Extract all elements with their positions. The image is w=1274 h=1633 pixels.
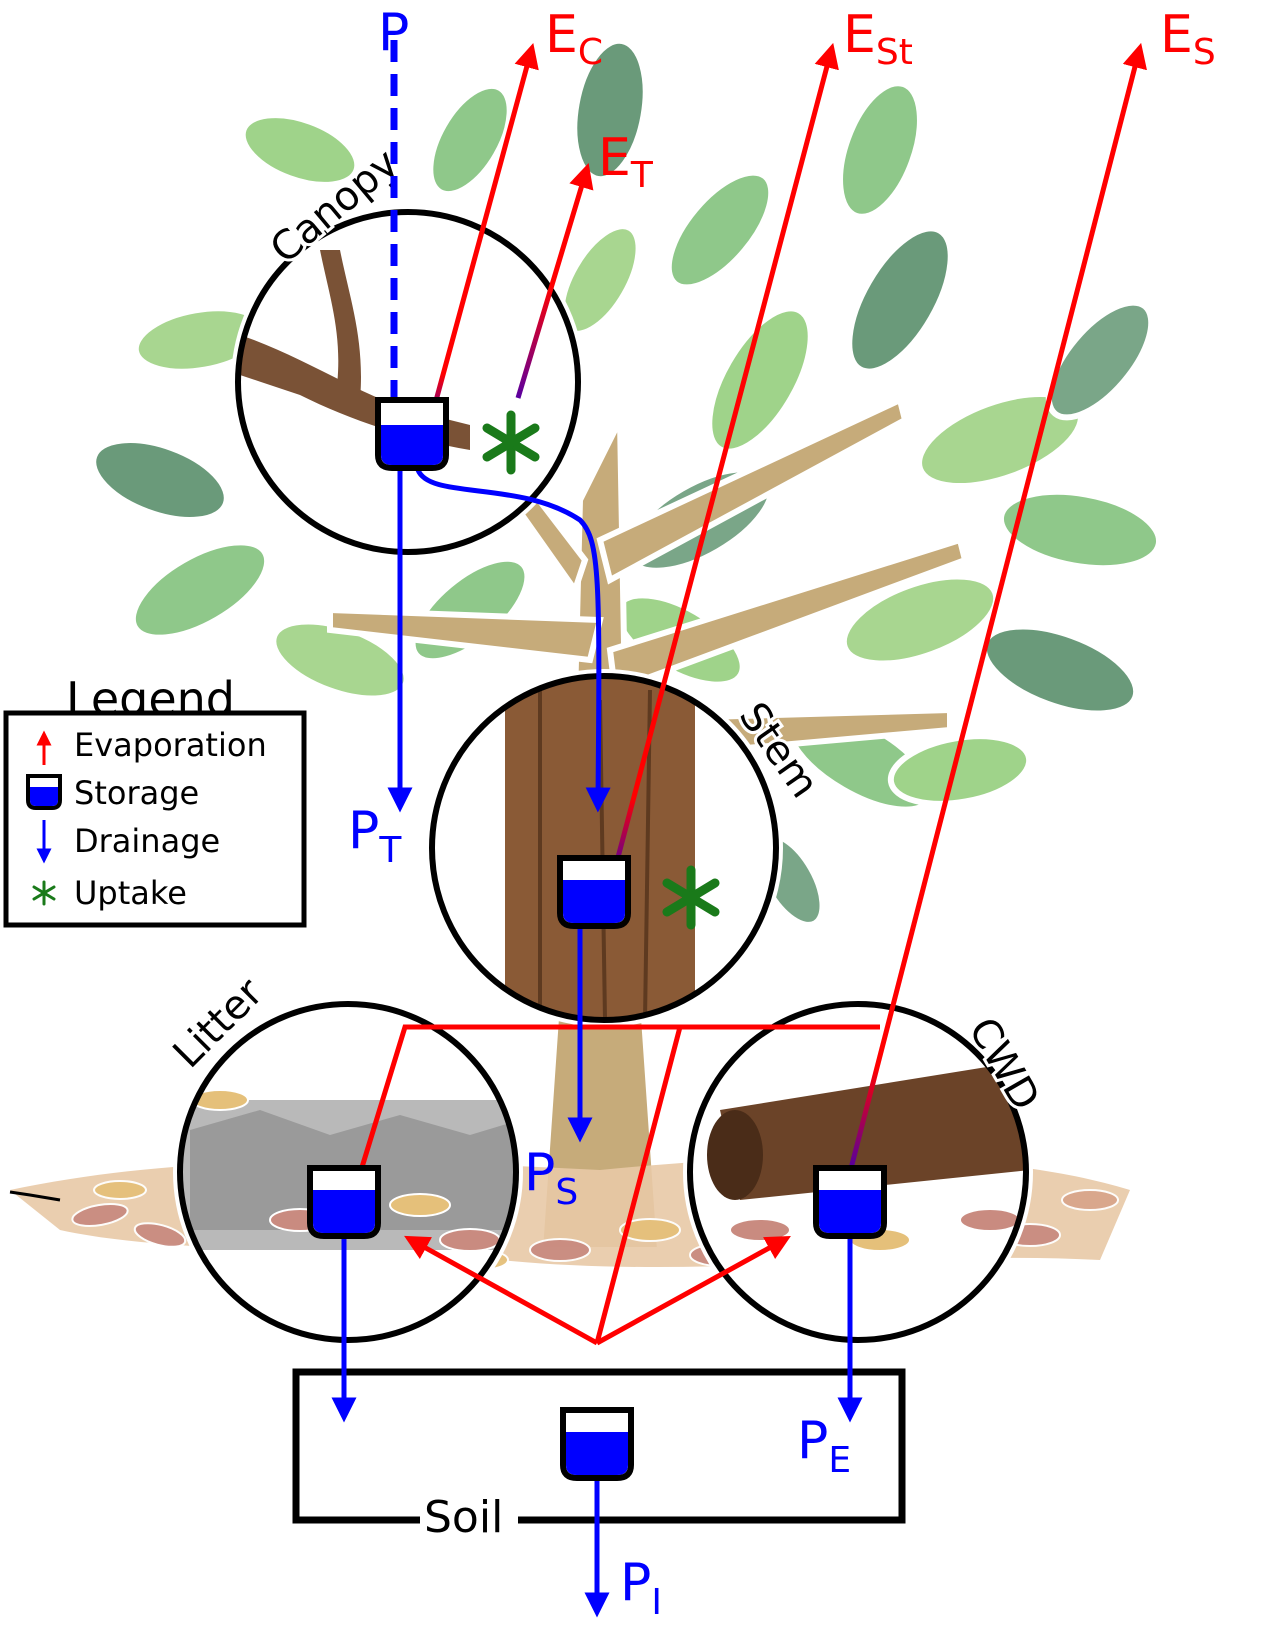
storage-bucket-stem xyxy=(557,855,631,929)
storage-bucket-canopy xyxy=(375,397,449,471)
evaporation-cwd-arrow xyxy=(845,42,1147,1181)
ec-label: EC xyxy=(545,5,603,73)
cwd-log-image xyxy=(690,1004,1026,1340)
legend-item-evaporation: Evaporation xyxy=(74,726,267,764)
legend-item-uptake: Uptake xyxy=(74,874,187,912)
storage-bucket-litter xyxy=(307,1165,381,1239)
legend: Legend Evaporation Storage Drainage Upta… xyxy=(3,672,307,928)
evaporation-canopy-arrow xyxy=(425,42,539,431)
stem-compartment xyxy=(425,669,783,1027)
storage-bucket-cwd xyxy=(813,1165,887,1239)
est-label: ESt xyxy=(843,5,913,73)
storage-bucket-soil xyxy=(560,1407,634,1481)
pi-label: PI xyxy=(620,1553,662,1623)
evaporation-stem-arrow xyxy=(609,42,839,881)
evaporation-flows xyxy=(352,42,1147,1410)
evaporation-soil-to-cwd-arrow xyxy=(595,1235,791,1346)
uptake-asterisk-canopy xyxy=(482,410,540,475)
stem-trunk-image xyxy=(432,676,776,1020)
flux-labels: P EC ET ESt ES PT PS PE PI xyxy=(348,3,1216,1623)
legend-item-drainage: Drainage xyxy=(74,822,220,860)
soil-label: Soil xyxy=(424,1492,503,1543)
precipitation-label: P xyxy=(378,3,409,63)
canopy-to-stem-arrow xyxy=(415,468,611,813)
et-label: ET xyxy=(598,128,654,196)
storage-bucket-icon xyxy=(26,774,62,810)
legend-item-storage: Storage xyxy=(74,774,199,812)
evaporation-transpiration-arrow xyxy=(515,163,594,399)
evaporation-collector-line xyxy=(352,1024,880,1191)
pe-label: PE xyxy=(797,1411,851,1481)
evaporation-soil-to-litter-arrow xyxy=(404,1235,599,1346)
drainage-flows xyxy=(331,40,863,1618)
pt-label: PT xyxy=(348,801,402,871)
uptake-asterisk-stem xyxy=(662,865,720,930)
uptake-asterisk-icon xyxy=(32,880,56,906)
es-label: ES xyxy=(1160,5,1216,73)
evaporation-soil-to-stem-line xyxy=(594,1026,683,1344)
ps-label: PS xyxy=(524,1143,578,1213)
